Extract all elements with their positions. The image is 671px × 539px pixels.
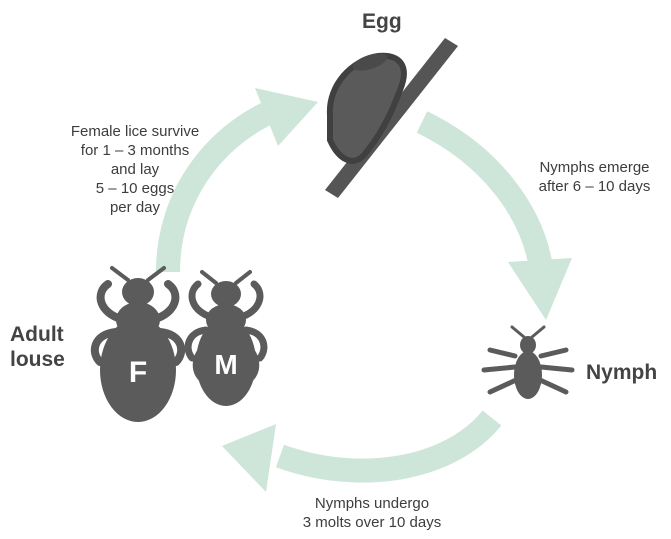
arrow-egg-to-nymph bbox=[422, 122, 572, 320]
nymph-icon bbox=[484, 327, 572, 399]
adult-louse-stage-label: Adult louse bbox=[10, 322, 65, 372]
note-line: 5 – 10 eggs bbox=[40, 179, 230, 198]
note-line: per day bbox=[40, 198, 230, 217]
nymph-stage-label: Nymph bbox=[586, 361, 657, 385]
note-line: and lay bbox=[40, 160, 230, 179]
note-line: Nymphs emerge bbox=[522, 158, 667, 177]
note-nymph-to-adult: Nymphs undergo 3 molts over 10 days bbox=[272, 494, 472, 532]
adult-female-louse-icon bbox=[95, 268, 181, 422]
adult-label-line1: Adult bbox=[10, 322, 65, 347]
note-line: 3 molts over 10 days bbox=[272, 513, 472, 532]
note-line: Female lice survive bbox=[40, 122, 230, 141]
egg-stage-label: Egg bbox=[362, 10, 402, 34]
note-line: after 6 – 10 days bbox=[522, 177, 667, 196]
male-label: M bbox=[214, 349, 237, 380]
note-egg-to-nymph: Nymphs emerge after 6 – 10 days bbox=[522, 158, 667, 196]
adult-male-louse-icon bbox=[188, 272, 264, 406]
adult-label-line2: louse bbox=[10, 347, 65, 372]
note-line: Nymphs undergo bbox=[272, 494, 472, 513]
note-adult-to-egg: Female lice survive for 1 – 3 months and… bbox=[40, 122, 230, 217]
note-line: for 1 – 3 months bbox=[40, 141, 230, 160]
female-label: F bbox=[129, 356, 147, 389]
arrow-nymph-to-adult bbox=[222, 418, 492, 492]
